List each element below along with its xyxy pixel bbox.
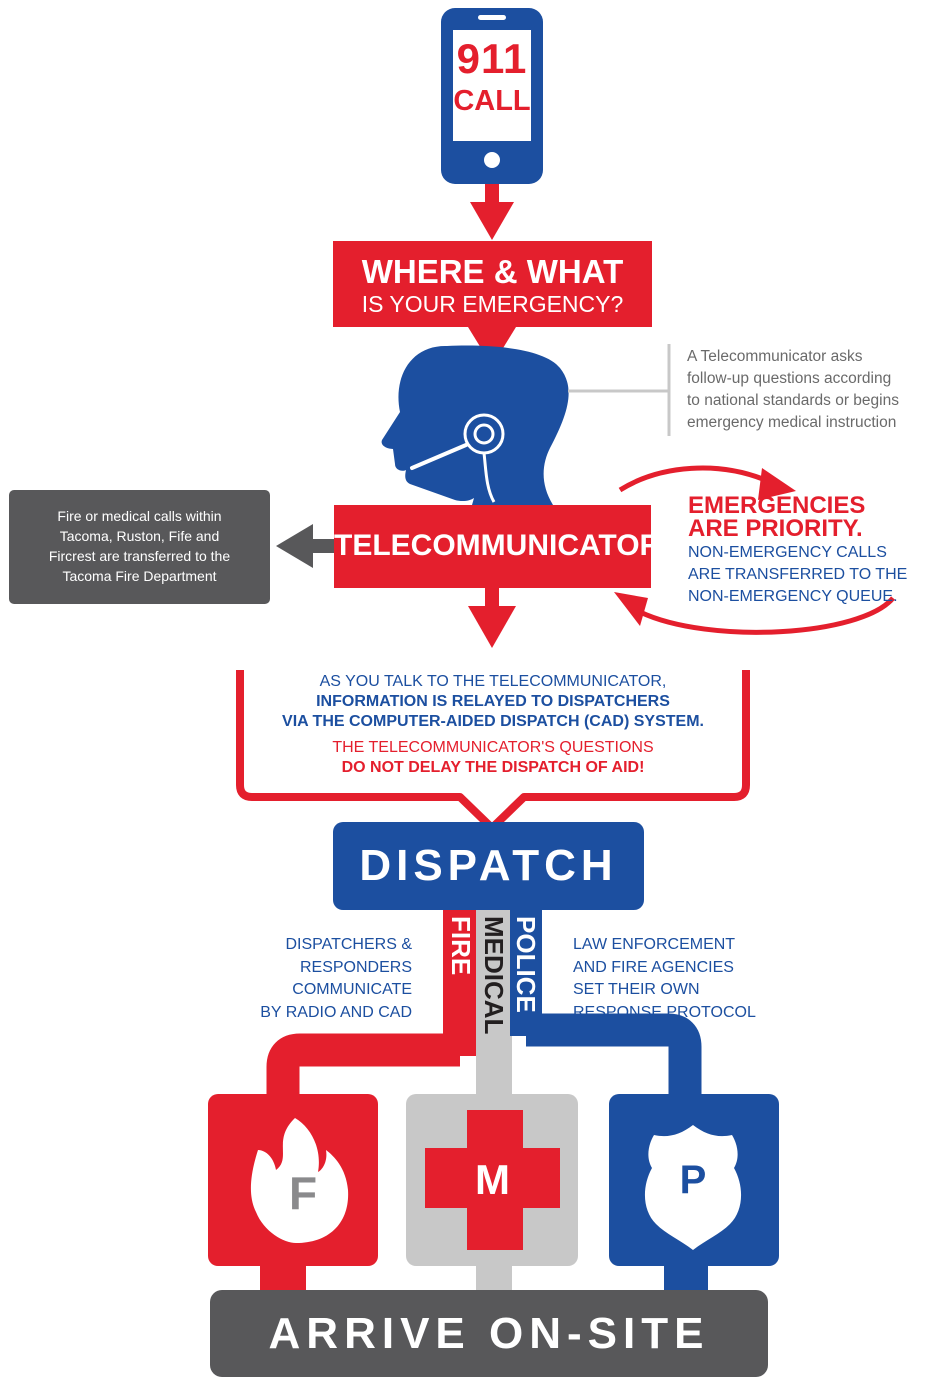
phone-label: CALL [453, 85, 531, 117]
note-connector [568, 344, 671, 436]
relay-line: VIA THE COMPUTER-AIDED DISPATCH (CAD) SY… [282, 713, 704, 730]
transfer-line: Tacoma, Ruston, Fife and [59, 528, 220, 544]
telecommunicator-head-icon [381, 345, 569, 505]
right-note-line: SET THEIR OWN [573, 981, 700, 998]
relay-line: THE TELECOMMUNICATOR'S QUESTIONS [332, 739, 654, 756]
medical-unit-letter: M [475, 1156, 510, 1203]
police-channel-label: POLICE [511, 916, 541, 1013]
priority-line: ARE PRIORITY. [688, 515, 863, 542]
relay-line: AS YOU TALK TO THE TELECOMMUNICATOR, [319, 673, 667, 690]
priority-sub-line: NON-EMERGENCY CALLS [688, 544, 887, 561]
left-note-line: COMMUNICATE [292, 981, 412, 998]
fire-channel-label: FIRE [446, 916, 476, 976]
priority-subtext: NON-EMERGENCY CALLS ARE TRANSFERRED TO T… [688, 542, 907, 608]
note-line: A Telecommunicator asks [687, 348, 863, 365]
right-note-line: AND FIRE AGENCIES [573, 958, 734, 976]
transfer-note: Fire or medical calls within Tacoma, Rus… [9, 506, 270, 586]
transfer-line: Fire or medical calls within [57, 508, 222, 524]
right-note-line: RESPONSE PROTOCOL [573, 1003, 756, 1021]
fire-channel-bar [443, 910, 478, 1056]
where-what-title: WHERE & WHAT [361, 253, 624, 290]
relay-line: DO NOT DELAY THE DISPATCH OF AID! [341, 759, 645, 776]
relay-line: INFORMATION IS RELAYED TO DISPATCHERS [316, 693, 670, 710]
police-badge-icon [644, 1125, 742, 1250]
priority-cycle-arrows [614, 465, 895, 635]
where-what-subtitle: IS YOUR EMERGENCY? [361, 291, 624, 317]
left-note: DISPATCHERS & RESPONDERS COMMUNICATE BY … [200, 934, 412, 1024]
police-path [526, 1013, 702, 1096]
note-line: emergency medical instruction [687, 414, 897, 431]
dispatch-box [333, 822, 644, 910]
right-note: LAW ENFORCEMENT AND FIRE AGENCIES SET TH… [573, 934, 756, 1024]
telecommunicator-label: TELECOMMUNICATOR [334, 529, 662, 562]
transfer-line: Fircrest are transferred to the [48, 548, 231, 564]
telecommunicator-note: A Telecommunicator asks follow-up questi… [687, 346, 899, 434]
arrow-down-icon [468, 588, 516, 648]
phone-icon [441, 8, 543, 184]
relay-text: AS YOU TALK TO THE TELECOMMUNICATOR, INF… [240, 672, 746, 778]
note-line: follow-up questions according [687, 370, 892, 387]
police-unit-letter: P [679, 1158, 707, 1202]
medical-channel-label: MEDICAL [479, 916, 509, 1035]
left-note-line: BY RADIO AND CAD [260, 1003, 412, 1021]
priority-heading: EMERGENCIES ARE PRIORITY. [688, 492, 866, 542]
left-note-line: DISPATCHERS & [285, 936, 412, 953]
left-note-line: RESPONDERS [299, 958, 412, 976]
arrow-left-icon [276, 524, 334, 568]
fire-path [266, 1033, 460, 1096]
telecommunicator-box [334, 505, 651, 588]
right-note-line: LAW ENFORCEMENT [573, 936, 736, 953]
transfer-box [9, 490, 270, 604]
dispatch-label: DISPATCH [359, 841, 618, 890]
arrive-label: ARRIVE ON-SITE [268, 1309, 710, 1358]
medical-cross-icon [425, 1110, 560, 1250]
medical-channel-bar [476, 910, 512, 1096]
arrow-down-icon [470, 184, 514, 240]
note-line: to national standards or begins [687, 392, 899, 409]
fire-unit-letter: F [288, 1167, 318, 1219]
priority-line: EMERGENCIES [688, 492, 866, 519]
priority-sub-line: NON-EMERGENCY QUEUE. [688, 588, 898, 605]
where-what-box [333, 241, 652, 327]
flame-icon [250, 1118, 349, 1243]
priority-sub-line: ARE TRANSFERRED TO THE [688, 566, 908, 583]
arrive-bar [210, 1290, 768, 1377]
phone-number: 911 [456, 35, 528, 82]
transfer-line: Tacoma Fire Department [62, 568, 217, 584]
